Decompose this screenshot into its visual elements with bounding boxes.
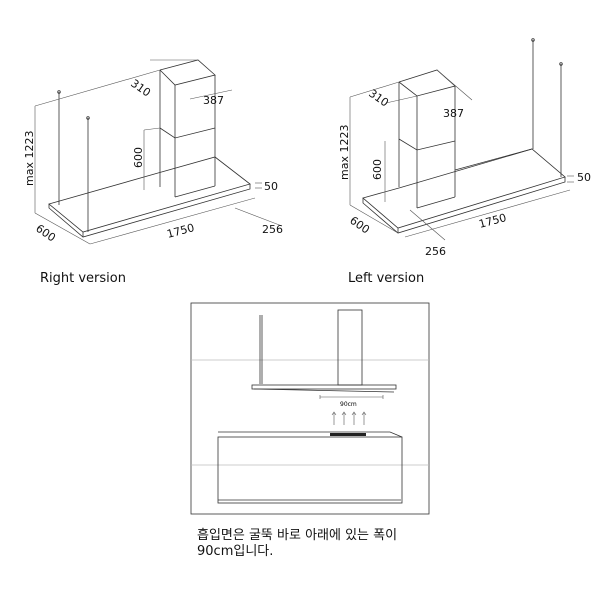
dim-thickness: 50	[577, 171, 591, 184]
cooktop	[330, 433, 366, 436]
dim-chimney-width: 387	[443, 107, 464, 120]
left-version-drawing: max 1223 310 387 600 50 600 1750 256	[338, 38, 591, 258]
note-line-1: 흡입면은 굴뚝 바로 아래에 있는 폭이	[197, 528, 398, 543]
dim-chimney-lower: 600	[132, 147, 145, 168]
dim-thickness: 50	[264, 180, 278, 193]
dim-depth: 600	[33, 222, 58, 245]
installation-note: 흡입면은 굴뚝 바로 아래에 있는 폭이 90cm입니다.	[197, 528, 457, 560]
dim-offset: 256	[262, 223, 283, 236]
dim-height: max 1223	[338, 125, 351, 180]
dim-offset: 256	[425, 245, 446, 258]
chimney-top	[159, 59, 216, 86]
dim-width: 1750	[477, 211, 507, 231]
dim-chimney-depth: 310	[366, 87, 391, 110]
suction-width-label: 90cm	[340, 401, 357, 408]
left-version-caption: Left version	[348, 271, 425, 286]
dim-chimney-depth: 310	[128, 77, 153, 100]
airflow-arrows-icon	[331, 411, 367, 425]
hood-plate	[48, 156, 251, 233]
hood	[251, 384, 397, 390]
kitchen-island	[217, 436, 403, 504]
dim-height: max 1223	[23, 131, 36, 186]
chimney-top	[398, 69, 456, 97]
chimney	[337, 309, 363, 386]
dim-width: 1750	[165, 221, 195, 241]
dim-chimney-lower: 600	[371, 159, 384, 180]
note-line-2: 90cm입니다.	[197, 544, 274, 559]
hood-plate	[362, 148, 566, 229]
installation-drawing: 90cm	[190, 302, 430, 515]
right-version-drawing: max 1223 310 387 600 50 600 1750 256	[23, 59, 283, 245]
dim-depth: 600	[347, 214, 372, 237]
dim-chimney-width: 387	[203, 94, 224, 107]
right-version-caption: Right version	[40, 271, 126, 286]
